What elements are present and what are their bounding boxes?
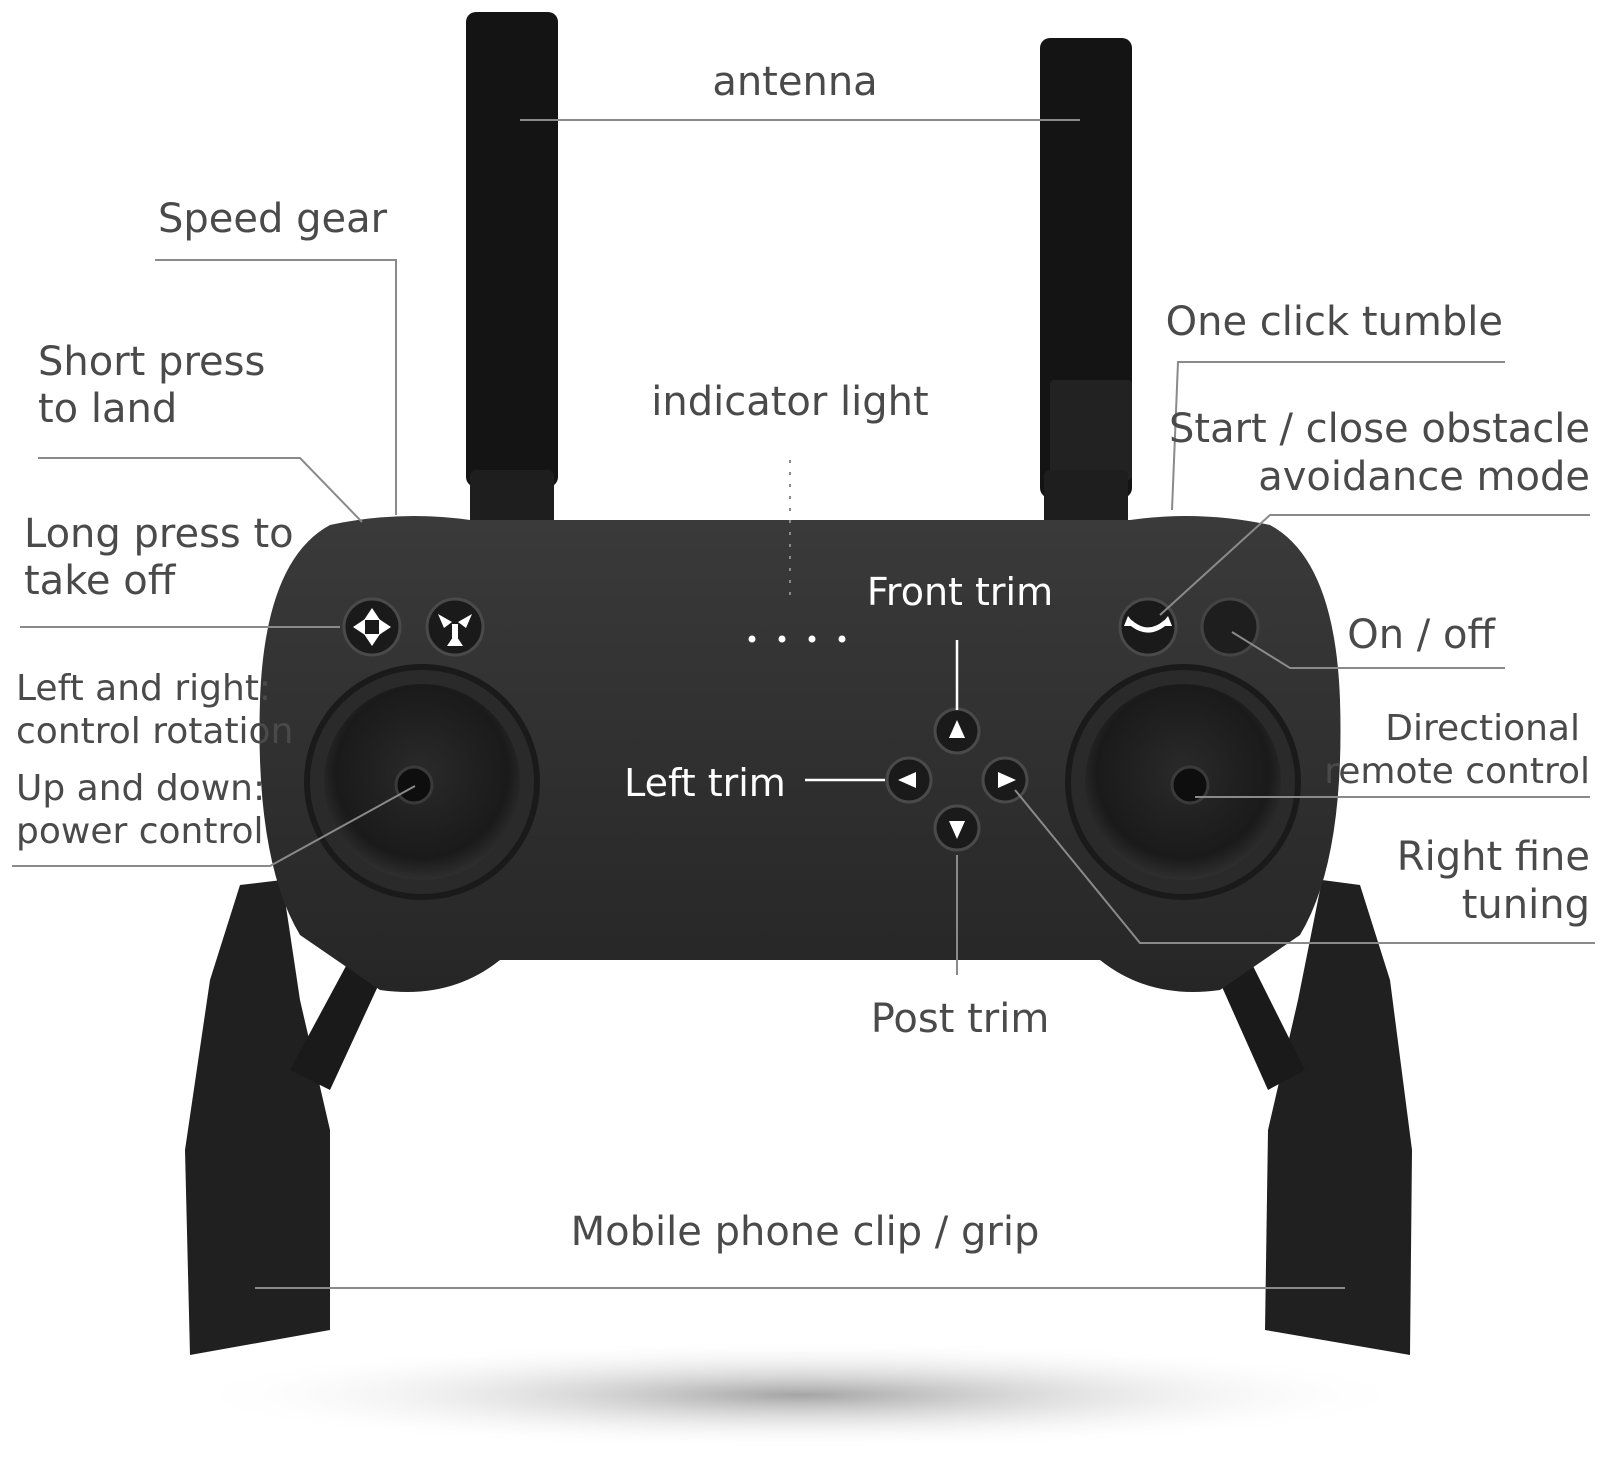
label-phone-clip: Mobile phone clip / grip xyxy=(571,1209,1040,1255)
label-long-press-2: take off xyxy=(24,558,177,604)
takeoff-button[interactable] xyxy=(342,597,402,657)
left-trim-button[interactable] xyxy=(885,756,933,804)
indicator-lights xyxy=(748,635,846,643)
label-indicator-light: indicator light xyxy=(651,379,928,425)
label-left-right-2: control rotation xyxy=(16,711,293,752)
label-up-down-2: power control xyxy=(16,811,264,852)
labels: antenna Speed gear Short press to land L… xyxy=(16,59,1590,1255)
label-right-fine-2: tuning xyxy=(1462,882,1590,928)
left-joystick[interactable] xyxy=(304,664,540,900)
label-post-trim: Post trim xyxy=(871,996,1050,1042)
label-obstacle-2: avoidance mode xyxy=(1258,454,1590,500)
label-on-off: On / off xyxy=(1347,612,1496,658)
post-trim-button[interactable] xyxy=(933,804,981,852)
label-antenna: antenna xyxy=(712,59,877,105)
tumble-icon xyxy=(1124,616,1172,633)
power-button[interactable] xyxy=(1200,597,1260,657)
leader-lines xyxy=(12,119,1595,1289)
label-short-press-1: Short press xyxy=(38,339,265,385)
label-up-down-1: Up and down: xyxy=(16,768,265,809)
right-joystick[interactable] xyxy=(1065,664,1301,900)
label-directional-1: Directional xyxy=(1385,708,1580,749)
label-right-fine-1: Right fine xyxy=(1397,834,1590,880)
label-left-right-1: Left and right: xyxy=(16,668,271,709)
land-button[interactable] xyxy=(425,597,485,657)
takeoff-arrows-icon xyxy=(353,608,391,646)
label-speed-gear: Speed gear xyxy=(158,196,388,242)
label-long-press-1: Long press to xyxy=(24,511,294,557)
front-trim-button[interactable] xyxy=(933,707,981,755)
controller-body xyxy=(259,516,1341,992)
label-front-trim: Front trim xyxy=(867,570,1053,614)
label-obstacle-1: Start / close obstacle xyxy=(1169,406,1590,452)
label-directional-2: remote control xyxy=(1324,751,1590,792)
label-one-click-tumble: One click tumble xyxy=(1166,299,1503,345)
land-arrows-icon xyxy=(438,614,472,646)
antenna-right xyxy=(1040,38,1132,530)
label-left-trim: Left trim xyxy=(624,761,786,805)
antenna-left xyxy=(466,12,558,530)
ground-shadow xyxy=(180,1340,1420,1450)
label-short-press-2: to land xyxy=(38,386,177,432)
